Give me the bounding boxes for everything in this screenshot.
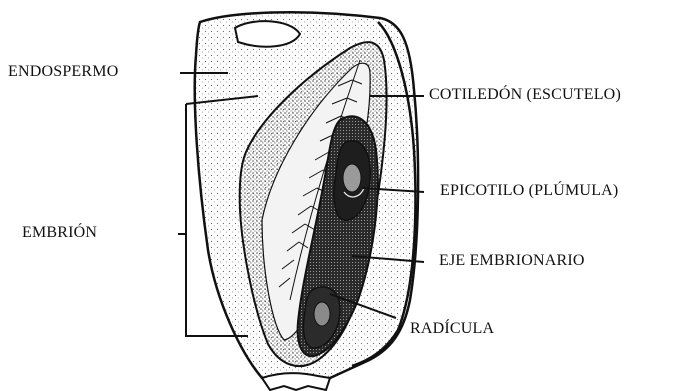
label-radicula: RADÍCULA [410,320,494,338]
kernel-base [262,373,330,390]
radicle-highlight [314,302,330,326]
kernel-tip [235,21,300,47]
label-epicotilo: EPICOTILO (PLÚMULA) [440,182,618,200]
label-endospermo: ENDOSPERMO [8,63,118,81]
label-eje-embrionario: EJE EMBRIONARIO [439,252,585,270]
plumule-highlight [343,164,361,192]
label-cotiledon: COTILEDÓN (ESCUTELO) [429,86,621,104]
label-embrion: EMBRIÓN [22,224,97,242]
